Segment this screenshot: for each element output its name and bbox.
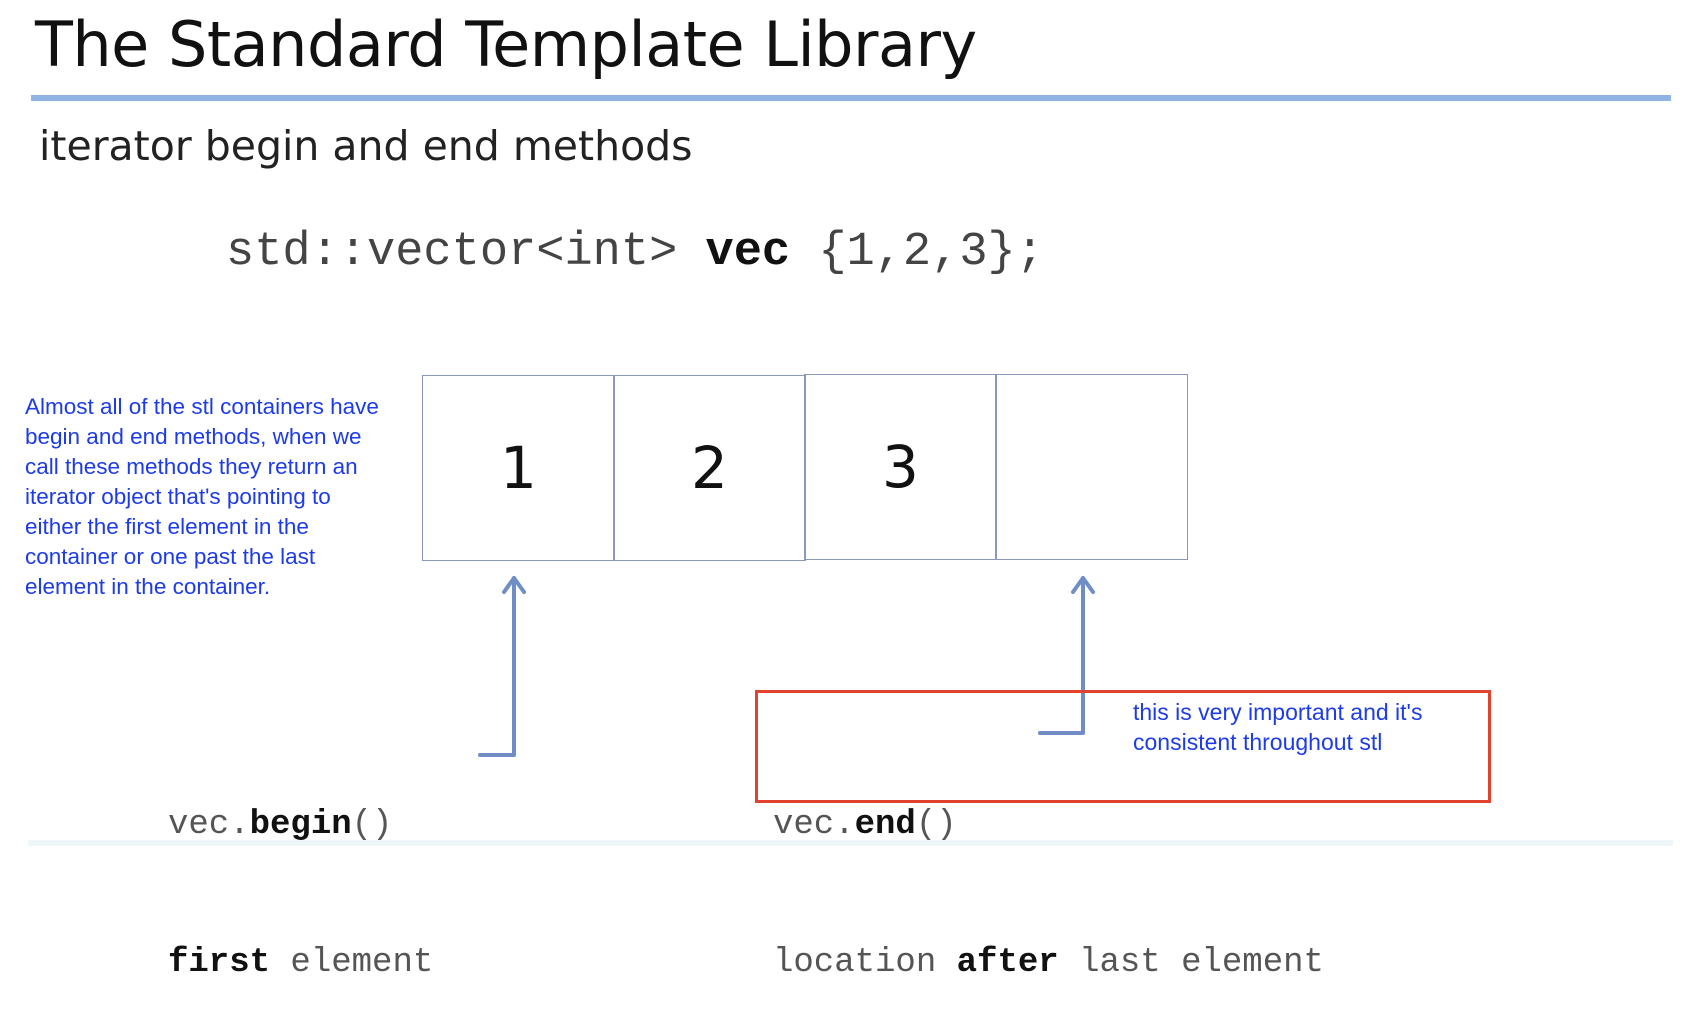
array-cell-end xyxy=(995,374,1188,560)
begin-desc-rest: element xyxy=(270,944,434,982)
begin-object: vec. xyxy=(168,806,250,844)
begin-desc-bold: first xyxy=(168,944,271,982)
end-parens: () xyxy=(915,806,957,844)
begin-arrowhead xyxy=(502,576,526,594)
end-object: vec. xyxy=(773,806,855,844)
begin-arrow xyxy=(478,576,516,757)
begin-description: first element xyxy=(168,940,433,986)
end-description: location after last element xyxy=(773,940,1324,986)
end-arrow xyxy=(1038,576,1085,735)
end-label: vec.end() location after last element xyxy=(773,710,1324,1032)
end-highlight-box xyxy=(755,690,1491,803)
end-method: end xyxy=(854,806,916,844)
end-arrowhead xyxy=(1071,576,1095,594)
array-cell-1: 1 xyxy=(422,375,615,561)
declaration-suffix: {1,2,3}; xyxy=(790,226,1044,279)
begin-call: vec.begin() xyxy=(168,802,433,848)
array-cell-2: 2 xyxy=(613,375,806,561)
slide-title: The Standard Template Library xyxy=(35,8,977,81)
vector-declaration: std::vector<int> vec {1,2,3}; xyxy=(226,226,1044,279)
begin-method: begin xyxy=(249,806,352,844)
end-call: vec.end() xyxy=(773,802,1324,848)
declaration-prefix: std::vector<int> xyxy=(226,226,706,279)
begin-parens: () xyxy=(351,806,393,844)
array-cell-3: 3 xyxy=(804,374,997,560)
declaration-name: vec xyxy=(705,226,791,279)
slide-subtitle: iterator begin and end methods xyxy=(39,122,693,170)
end-desc-post: last element xyxy=(1058,944,1324,982)
bottom-strip xyxy=(28,840,1673,846)
begin-label: vec.begin() first element xyxy=(168,710,433,1032)
annotation-left: Almost all of the stl containers have be… xyxy=(25,394,379,599)
title-divider xyxy=(31,95,1671,101)
end-desc-pre: location xyxy=(773,944,957,982)
end-desc-bold: after xyxy=(956,944,1059,982)
iterator-arrows xyxy=(478,576,1095,757)
annotation-right: this is very important and it's consiste… xyxy=(1133,699,1423,755)
